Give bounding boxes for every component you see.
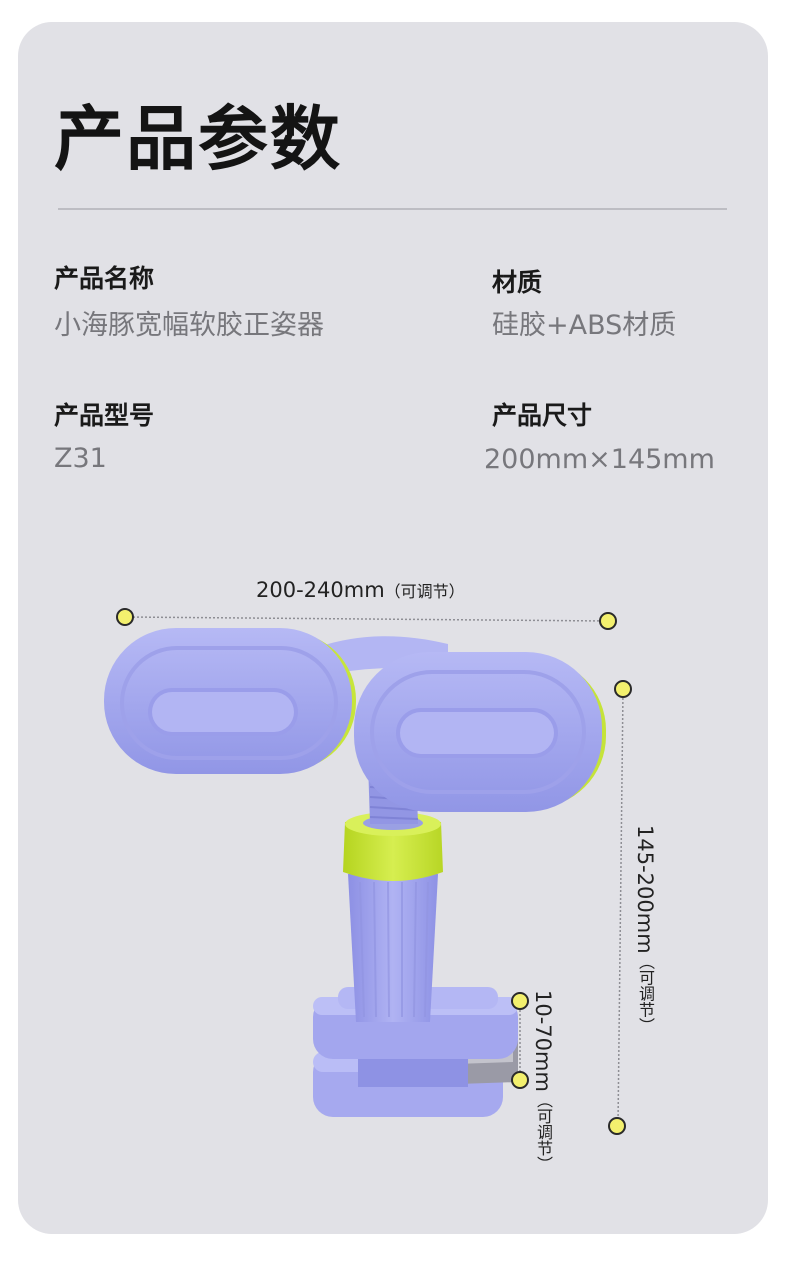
height-dimension-value: 145-200mm	[633, 825, 657, 954]
spec-size-value: 200mm×145mm	[484, 444, 715, 475]
clamp-dimension-label: 10-70mm（可调节）	[531, 990, 555, 1172]
width-dimension-note: （可调节）	[384, 582, 465, 601]
spec-name-label: 产品名称	[54, 264, 155, 293]
clamp-dimension-note: （可调节）	[534, 1091, 553, 1172]
spec-model-value: Z31	[54, 443, 107, 474]
spec-name-value: 小海豚宽幅软胶正姿器	[54, 310, 324, 341]
height-dimension-label: 145-200mm（可调节）	[633, 825, 657, 1034]
width-end-marker	[599, 612, 617, 630]
width-start-marker	[116, 608, 134, 626]
spec-material-value: 硅胶+ABS材质	[492, 310, 677, 341]
clamp-end-marker	[511, 1071, 529, 1089]
height-end-marker	[608, 1117, 626, 1135]
spec-card: 产品参数 产品名称 小海豚宽幅软胶正姿器 材质 硅胶+ABS材质 产品型号 Z3…	[18, 22, 768, 1234]
height-dimension-note: （可调节）	[636, 953, 655, 1034]
clamp-dimension-value: 10-70mm	[531, 990, 555, 1092]
spec-material-label: 材质	[492, 268, 543, 297]
page-title: 产品参数	[54, 98, 342, 180]
dimension-guides	[116, 608, 632, 1135]
width-dimension-value: 200-240mm	[256, 578, 385, 602]
clamp-start-marker	[511, 992, 529, 1010]
width-dimension-label: 200-240mm（可调节）	[256, 580, 465, 601]
title-divider	[58, 208, 727, 210]
spec-size-label: 产品尺寸	[492, 401, 593, 430]
spec-model-label: 产品型号	[54, 401, 155, 430]
height-start-marker	[614, 680, 632, 698]
product-illustration	[104, 628, 606, 1117]
